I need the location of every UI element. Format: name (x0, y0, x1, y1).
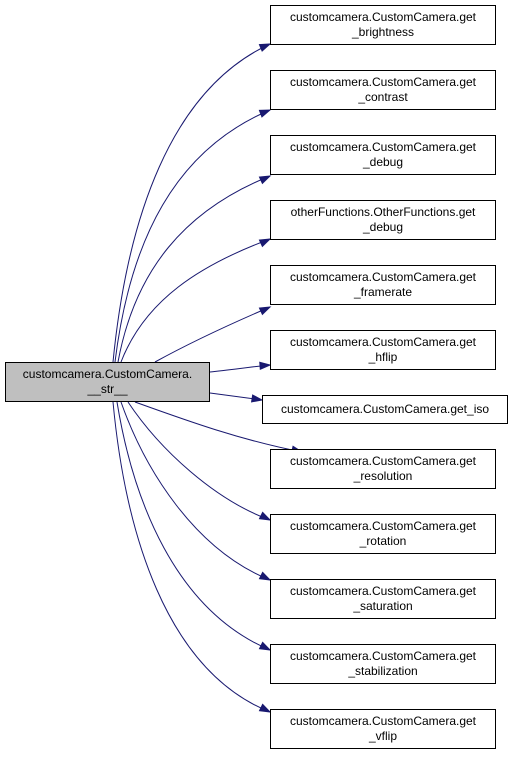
edge-to-get-debug-customcamera (117, 175, 272, 363)
node-get-stabilization[interactable]: customcamera.CustomCamera.get _stabiliza… (270, 644, 496, 684)
node-get-iso[interactable]: customcamera.CustomCamera.get_iso (262, 395, 508, 424)
node-label-line1: customcamera.CustomCamera.get (289, 10, 477, 24)
node-get-rotation[interactable]: customcamera.CustomCamera.get _rotation (270, 514, 496, 554)
node-get-vflip[interactable]: customcamera.CustomCamera.get _vflip (270, 709, 496, 749)
arrowhead (258, 109, 272, 118)
edge-line (127, 401, 271, 521)
edge-to-get-saturation (120, 401, 272, 581)
root-node-str: customcamera.CustomCamera. __str__ (5, 362, 210, 402)
root-node-label-line2: __str__ (87, 382, 128, 396)
node-label-line2: _debug (362, 220, 404, 234)
node-get-framerate[interactable]: customcamera.CustomCamera.get _framerate (270, 265, 496, 305)
edge-to-get-stabilization (116, 401, 272, 651)
node-label-line1: customcamera.CustomCamera.get (289, 454, 477, 468)
edge-to-get-vflip (112, 401, 272, 713)
edge-to-get-debug-otherfunctions (120, 238, 272, 363)
node-label-line1: customcamera.CustomCamera.get (289, 335, 477, 349)
node-label-line1: customcamera.CustomCamera.get_iso (280, 402, 490, 416)
arrowhead (259, 361, 272, 370)
edge-line (112, 43, 271, 363)
node-label-line2: _rotation (359, 534, 407, 548)
node-label-line2: _debug (362, 155, 404, 169)
root-node-label-line1: customcamera.CustomCamera. (22, 367, 193, 381)
node-label-line2: _brightness (351, 25, 415, 39)
node-label-line2: _framerate (353, 285, 413, 299)
arrowhead (258, 43, 272, 52)
node-get-debug-customcamera[interactable]: customcamera.CustomCamera.get _debug (270, 135, 496, 175)
node-label-line2: _stabilization (348, 664, 418, 678)
edge-line (117, 175, 271, 363)
node-get-saturation[interactable]: customcamera.CustomCamera.get _saturatio… (270, 579, 496, 619)
node-label-line1: customcamera.CustomCamera.get (289, 714, 477, 728)
node-label-line2: _vflip (368, 729, 397, 743)
edge-line (120, 238, 271, 363)
edge-line (112, 401, 271, 713)
node-get-brightness[interactable]: customcamera.CustomCamera.get _brightnes… (270, 5, 496, 45)
node-label-line1: customcamera.CustomCamera.get (289, 649, 477, 663)
node-label-line2: _contrast (358, 90, 408, 104)
node-label-line2: _hflip (368, 350, 398, 364)
node-label-line1: customcamera.CustomCamera.get (289, 519, 477, 533)
node-label-line2: _resolution (353, 469, 413, 483)
arrowhead (258, 571, 272, 581)
node-label-line1: customcamera.CustomCamera.get (289, 140, 477, 154)
node-label-line1: otherFunctions.OtherFunctions.get (290, 205, 476, 219)
node-label-line2: _saturation (353, 599, 413, 613)
edge-to-get-contrast (114, 109, 272, 363)
arrowhead (258, 238, 272, 248)
node-get-resolution[interactable]: customcamera.CustomCamera.get _resolutio… (270, 449, 496, 489)
node-get-hflip[interactable]: customcamera.CustomCamera.get _hflip (270, 330, 496, 370)
arrowhead (258, 511, 272, 521)
edge-to-get-rotation (127, 401, 272, 521)
arrowhead (258, 175, 272, 185)
arrowhead (258, 703, 272, 713)
arrowhead (258, 306, 272, 316)
edge-line (114, 109, 271, 363)
node-get-contrast[interactable]: customcamera.CustomCamera.get _contrast (270, 70, 496, 110)
edge-to-get-brightness (112, 43, 272, 363)
edge-line (154, 306, 271, 363)
node-label-line1: customcamera.CustomCamera.get (289, 270, 477, 284)
edge-to-get-hflip (209, 361, 272, 373)
arrowhead (258, 641, 272, 651)
node-get-debug-otherfunctions[interactable]: otherFunctions.OtherFunctions.get _debug (270, 200, 496, 240)
node-label-line1: customcamera.CustomCamera.get (289, 584, 477, 598)
node-label-line1: customcamera.CustomCamera.get (289, 75, 477, 89)
edge-line (120, 401, 271, 581)
edge-line (116, 401, 271, 651)
edge-line (134, 401, 303, 453)
edge-to-get-iso (209, 392, 264, 403)
arrowhead (250, 394, 264, 403)
edge-to-get-framerate (154, 306, 272, 363)
